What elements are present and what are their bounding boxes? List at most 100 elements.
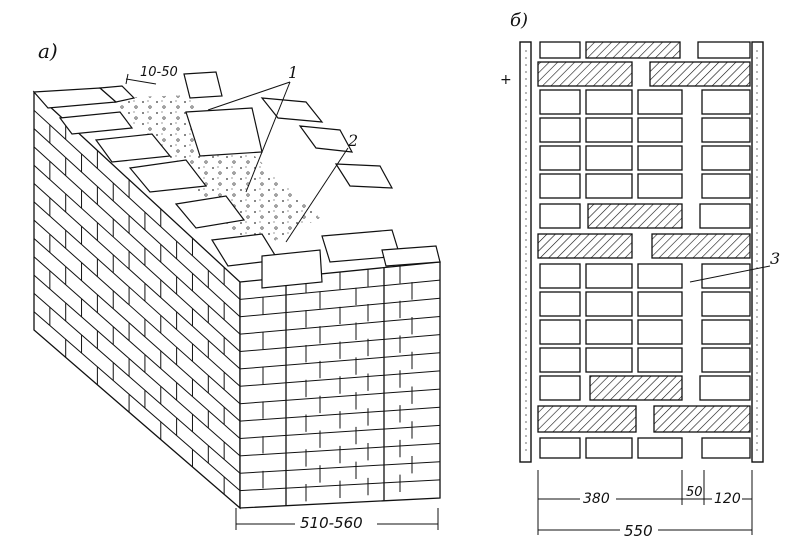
bed-joint-left xyxy=(33,219,241,405)
wall-width-dimension-label: 510-560 xyxy=(300,514,363,532)
callout-2: 2 xyxy=(347,131,358,150)
stretcher-brick-section xyxy=(701,117,751,143)
stretcher-brick-section xyxy=(539,173,581,199)
stretcher-brick-section xyxy=(539,41,581,59)
stretcher-brick-section xyxy=(585,89,633,115)
header-brick-section xyxy=(537,61,633,87)
stretcher-brick-section xyxy=(701,145,751,171)
stretcher-brick-section xyxy=(701,319,751,345)
header-brick-section xyxy=(653,405,751,433)
stretcher-brick-section xyxy=(539,375,581,401)
stretcher-brick-section xyxy=(637,291,683,317)
stretcher-brick-section xyxy=(699,203,751,229)
stretcher-brick-section xyxy=(637,263,683,289)
bed-joint-front xyxy=(239,461,441,474)
bed-joint-front xyxy=(239,279,441,300)
top-brick xyxy=(128,159,208,193)
stretcher-brick-section xyxy=(585,263,633,289)
dimension-gap-marker xyxy=(125,73,157,85)
top-brick xyxy=(94,133,172,163)
leader-lines-a xyxy=(207,81,349,243)
bed-joint-left xyxy=(33,256,241,439)
bed-joint-front xyxy=(239,424,441,439)
bed-joint-left xyxy=(33,274,241,457)
bed-joint-left xyxy=(33,293,241,474)
stretcher-brick-section xyxy=(637,117,683,143)
stretcher-brick-section xyxy=(637,89,683,115)
stretcher-brick-section xyxy=(701,437,751,459)
bed-joint-left xyxy=(33,164,241,352)
stretcher-brick-section xyxy=(585,173,633,199)
panel-a-label: а) xyxy=(38,39,58,63)
gap-dimension-label: 10-50 xyxy=(140,65,178,80)
stretcher-brick-section xyxy=(539,291,581,317)
stretcher-brick-section xyxy=(637,145,683,171)
top-brick xyxy=(98,85,136,103)
top-brick xyxy=(298,125,354,153)
top-brick xyxy=(334,163,394,189)
panel-b-label: б) xyxy=(510,10,528,31)
left-plaster-layer xyxy=(519,41,532,463)
plus-mark: + xyxy=(500,72,512,88)
stretcher-brick-section xyxy=(585,347,633,373)
bed-joint-front xyxy=(239,388,441,405)
stretcher-brick-section xyxy=(637,347,683,373)
header-brick-section xyxy=(537,405,637,433)
bed-joint-left xyxy=(33,201,241,387)
stretcher-brick-section xyxy=(637,173,683,199)
header-brick-section xyxy=(649,61,751,87)
header-brick-section xyxy=(587,203,683,229)
stretcher-brick-section xyxy=(699,375,751,401)
stretcher-brick-section xyxy=(585,117,633,143)
bed-joint-front xyxy=(239,352,441,370)
front-face-brickwork xyxy=(239,266,441,506)
top-brick xyxy=(183,71,223,99)
stretcher-brick-section xyxy=(637,437,683,459)
top-brick xyxy=(185,107,263,157)
bed-joint-left xyxy=(33,238,241,422)
stretcher-brick-section xyxy=(539,117,581,143)
stretcher-brick-section xyxy=(539,203,581,229)
stretcher-brick-section xyxy=(701,173,751,199)
header-brick-section xyxy=(589,375,683,401)
stretcher-brick-section xyxy=(539,319,581,345)
stretcher-brick-section xyxy=(585,145,633,171)
top-brick xyxy=(174,195,246,229)
right-plaster-layer xyxy=(751,41,764,463)
callout-1: 1 xyxy=(288,63,298,82)
header-brick-section xyxy=(651,233,751,259)
dimension-50: 50 xyxy=(686,485,703,500)
header-brick-section xyxy=(585,41,681,59)
stretcher-brick-section xyxy=(637,319,683,345)
bed-joint-left xyxy=(33,128,241,318)
wall-section-view: + xyxy=(500,41,771,535)
bed-joint-left xyxy=(33,146,241,335)
stretcher-brick-section xyxy=(701,263,751,289)
stretcher-brick-section xyxy=(539,145,581,171)
stretcher-brick-section xyxy=(539,437,581,459)
dimension-120: 120 xyxy=(714,491,741,507)
top-brick xyxy=(58,111,134,135)
top-brick xyxy=(261,249,323,289)
bed-joint-left xyxy=(33,311,241,491)
stretcher-brick-section xyxy=(539,347,581,373)
stretcher-brick-section xyxy=(701,89,751,115)
stretcher-brick-section xyxy=(539,263,581,289)
bed-joint-front xyxy=(239,315,441,335)
header-brick-section xyxy=(537,233,633,259)
stretcher-brick-section xyxy=(701,291,751,317)
bed-joint-left xyxy=(33,183,241,370)
stretcher-brick-section xyxy=(697,41,751,59)
stretcher-brick-section xyxy=(701,347,751,373)
stretcher-brick-section xyxy=(585,437,633,459)
top-brick xyxy=(381,245,441,267)
callout-3: 3 xyxy=(770,249,780,268)
stretcher-brick-section xyxy=(539,89,581,115)
leader-line-3 xyxy=(689,265,771,283)
top-brick xyxy=(260,97,324,123)
section-brick-courses xyxy=(537,41,751,459)
isometric-wall-view xyxy=(32,71,441,530)
stretcher-brick-section xyxy=(585,319,633,345)
